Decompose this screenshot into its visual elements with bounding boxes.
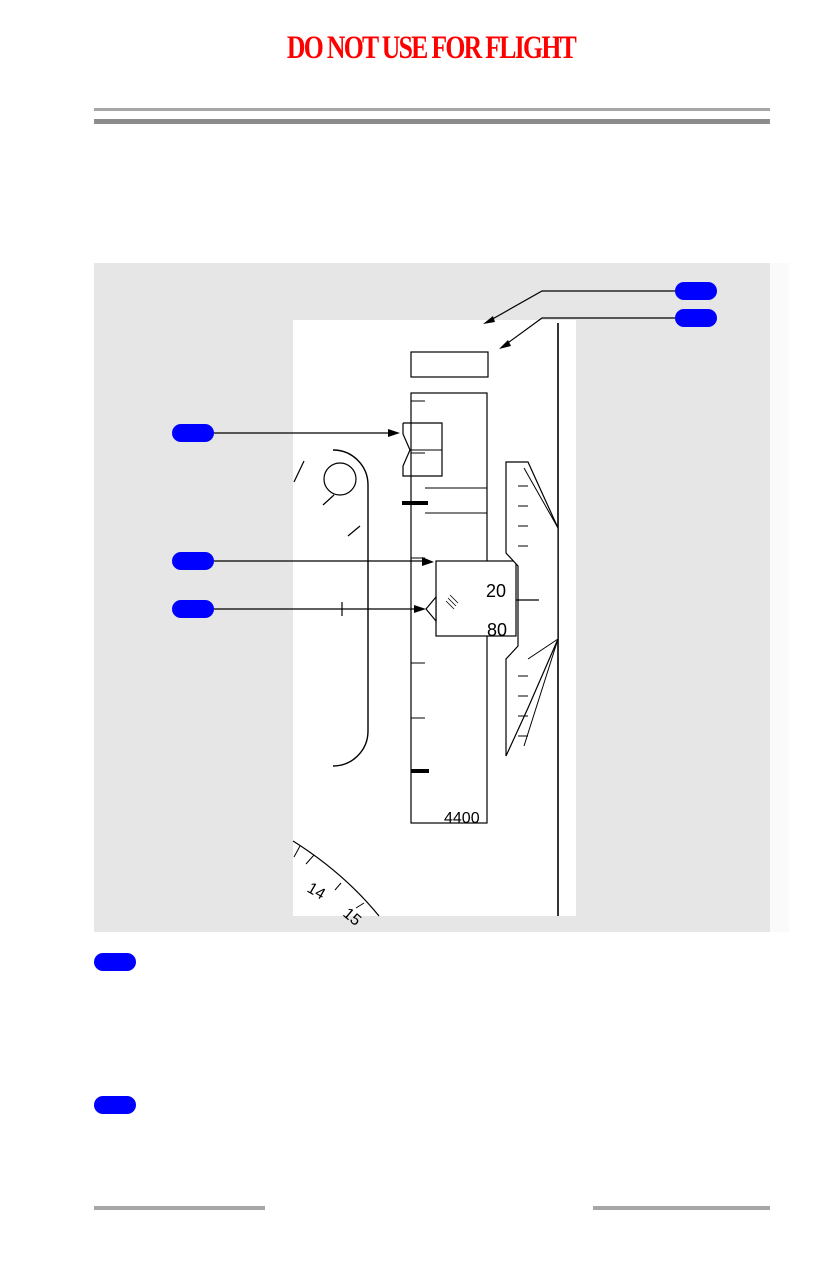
callout-arrow-1 [488,290,675,322]
display-figure: 4400 20 80 [94,263,770,932]
callout-marker-2 [675,309,717,327]
display-diagram: 4400 20 80 [214,290,675,930]
callout-marker-5 [172,600,214,618]
callout-marker-3 [172,424,214,442]
speed-tape-arc [332,449,369,767]
vertical-speed-indicator [505,461,559,757]
footer-rule-right [593,1206,770,1210]
callout-marker-1 [675,282,717,300]
footer-rule-left [94,1206,265,1210]
header-rule-top [94,108,770,111]
compass-rose-arc [292,840,380,917]
note-marker-1 [94,953,136,971]
vertical-speed-readout: 20 [486,581,506,601]
altitude-bug [402,422,443,477]
figure-edge [770,263,789,932]
compass-label-14: 14 [304,880,328,904]
note-marker-2 [94,1096,136,1114]
do-not-use-for-flight-warning: DO NOT USE FOR FLIGHT [286,30,577,66]
header-rule-bottom [94,119,770,124]
ground-speed-readout: 80 [487,620,507,640]
reference-circle [323,462,357,496]
altitude-label-4400: 4400 [444,810,480,827]
altitude-select-box [410,351,489,378]
callout-marker-4 [172,552,214,570]
callout-arrow-2 [504,317,675,346]
